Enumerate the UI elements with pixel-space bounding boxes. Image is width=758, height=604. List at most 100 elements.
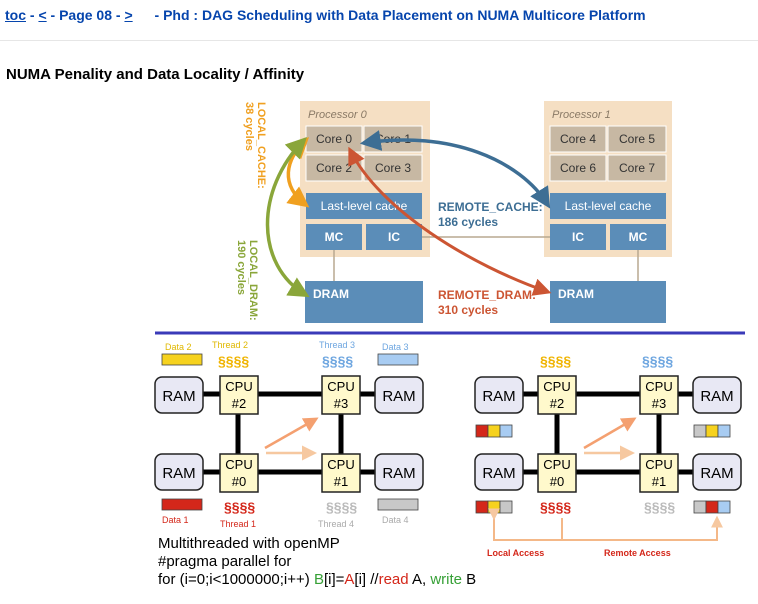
core-0-label: Core 0 <box>316 132 352 146</box>
data-strip <box>693 424 731 438</box>
core-5 <box>607 125 667 153</box>
processor-0-label: Processor 0 <box>308 109 368 121</box>
cpu-0-box <box>219 453 259 493</box>
remote-cache-label: REMOTE_CACHE: <box>438 200 543 214</box>
cpu-3-label: CPU <box>327 379 354 394</box>
cpu-2-number: #2 <box>232 396 246 411</box>
nav-separator: - <box>29 7 35 23</box>
ram-box <box>374 453 424 491</box>
data-2-block <box>161 353 203 366</box>
data-3-block <box>377 353 419 366</box>
cpu-1-number: #1 <box>652 474 666 489</box>
thread-4-icon: §§§§ <box>326 499 357 515</box>
data-strip <box>475 500 513 514</box>
ic-1 <box>550 224 606 250</box>
ram-label: RAM <box>482 465 515 482</box>
data-4-block <box>377 498 419 511</box>
processor-1-label: Processor 1 <box>552 109 611 121</box>
ram-box <box>692 376 742 414</box>
ram-box <box>374 376 424 414</box>
dram-1-label: DRAM <box>558 287 594 301</box>
cpu-0-box <box>537 453 577 493</box>
thread-1-label: Thread 1 <box>220 519 256 529</box>
cpu-0-number: #0 <box>550 474 564 489</box>
ram-box <box>474 376 524 414</box>
cpu-0-label: CPU <box>225 457 252 472</box>
local-dram-label: LOCAL_DRAM: <box>247 240 259 321</box>
thread-4-label: Thread 4 <box>318 519 354 529</box>
mc-0-label: MC <box>325 230 344 244</box>
ram-label: RAM <box>482 388 515 405</box>
core-6-label: Core 6 <box>560 161 596 175</box>
core-7-label: Core 7 <box>619 161 655 175</box>
migration-arrow <box>583 417 637 450</box>
thread-1-icon: §§§§ <box>224 499 255 515</box>
ram-label: RAM <box>162 465 195 482</box>
cpu-0-number: #0 <box>232 474 246 489</box>
cpu-2-number: #2 <box>550 396 564 411</box>
local-cache-label: LOCAL_CACHE: <box>255 102 267 189</box>
ram-label: RAM <box>382 388 415 405</box>
remote-cache-cycles: 186 cycles <box>438 215 498 229</box>
cpu-3-box <box>639 375 679 415</box>
thread-1-icon: §§§§ <box>540 499 571 515</box>
cpu-1-label: CPU <box>327 457 354 472</box>
cpu-3-label: CPU <box>645 379 672 394</box>
code-line-2: #pragma parallel for <box>158 553 291 570</box>
core-5-label: Core 5 <box>619 132 655 146</box>
cpu-3-number: #3 <box>334 396 348 411</box>
ram-box <box>474 453 524 491</box>
prev-page-link[interactable]: < <box>38 7 47 23</box>
code-line-3: for (i=0;i<1000000;i++) B[i]=A[i] //read… <box>158 571 476 588</box>
local-cache-cycles: 38 cycles <box>243 102 255 151</box>
left-numa-topology: RAM RAM RAM RAM CPU #2 CPU #3 CPU #0 CPU… <box>154 340 424 529</box>
code-line-1: Multithreaded with openMP <box>158 535 340 552</box>
ic-1-label: IC <box>572 230 584 244</box>
thread-3-icon: §§§§ <box>322 353 353 369</box>
cpu-1-box <box>321 453 361 493</box>
thread-3-icon: §§§§ <box>642 353 673 369</box>
mc-1-label: MC <box>629 230 648 244</box>
ram-label: RAM <box>382 465 415 482</box>
remote-dram-arrow <box>348 146 552 296</box>
thread-2-icon: §§§§ <box>218 353 249 369</box>
thread-4-icon: §§§§ <box>644 499 675 515</box>
ram-box <box>154 453 204 491</box>
llc-1-label: Last-level cache <box>565 199 652 213</box>
next-page-link[interactable]: > <box>124 7 133 23</box>
data-3-label: Data 3 <box>382 342 409 352</box>
core-2-label: Core 2 <box>316 161 352 175</box>
data-1-block <box>161 498 203 511</box>
ram-box <box>692 453 742 491</box>
remote-access-label: Remote Access <box>604 548 671 558</box>
local-access-label: Local Access <box>487 548 544 558</box>
ram-box <box>154 376 204 414</box>
local-access-bracket <box>488 508 563 541</box>
cpu-1-label: CPU <box>645 457 672 472</box>
cpu-2-label: CPU <box>543 379 570 394</box>
page-indicator: - Page 08 - <box>50 7 121 23</box>
remote-dram-label: REMOTE_DRAM: <box>438 288 536 302</box>
thread-2-icon: §§§§ <box>540 353 571 369</box>
ram-label: RAM <box>700 465 733 482</box>
toc-link[interactable]: toc <box>5 7 26 23</box>
core-6 <box>549 154 607 182</box>
llc-1 <box>550 193 666 219</box>
data-strip <box>693 500 731 514</box>
page-title: - Phd : DAG Scheduling with Data Placeme… <box>154 7 646 23</box>
core-4-label: Core 4 <box>560 132 596 146</box>
dram-1 <box>550 281 666 323</box>
data-strip <box>475 424 513 438</box>
cpu-1-box <box>639 453 679 493</box>
data-1-label: Data 1 <box>162 515 189 525</box>
right-numa-topology: RAM RAM RAM RAM CPU #2 CPU #3 CPU #0 CPU… <box>474 353 742 558</box>
thread-3-label: Thread 3 <box>319 340 355 350</box>
navigation-bar: toc - < - Page 08 - > - Phd : DAG Schedu… <box>0 0 758 41</box>
data-4-label: Data 4 <box>382 515 409 525</box>
ic-0-label: IC <box>388 230 400 244</box>
cpu-3-number: #3 <box>652 396 666 411</box>
core-7 <box>607 154 667 182</box>
thread-2-label: Thread 2 <box>212 340 248 350</box>
migration-arrow <box>264 417 319 450</box>
